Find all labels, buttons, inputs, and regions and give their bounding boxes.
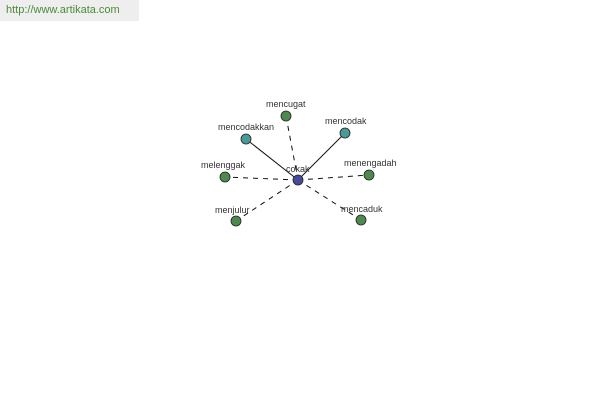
source-url-banner[interactable]: http://www.artikata.com	[0, 0, 139, 21]
graph-labels: mencugat mencodakkan mencodak melenggak mene…	[201, 99, 397, 215]
edge-cokak-mencugat	[285, 115, 299, 181]
edge-cokak-mencaduk	[297, 179, 362, 221]
edge-cokak-melenggak	[224, 176, 299, 181]
node-melenggak[interactable]	[219, 171, 231, 183]
node-menengadah[interactable]	[363, 169, 375, 181]
node-label-mencodakkan[interactable]: mencodakkan	[218, 122, 274, 132]
node-label-mencugat[interactable]: mencugat	[266, 99, 306, 109]
edge-cokak-mencodakkan	[245, 138, 299, 181]
edge-cokak-menengadah	[297, 174, 370, 181]
node-mencugat[interactable]	[280, 110, 292, 122]
node-label-melenggak[interactable]: melenggak	[201, 160, 246, 170]
node-cokak[interactable]	[292, 174, 304, 186]
node-mencodakkan[interactable]	[240, 133, 252, 145]
node-label-menengadah[interactable]: menengadah	[344, 158, 397, 168]
edge-cokak-mencodak	[297, 132, 346, 181]
node-label-menjulur[interactable]: menjulur	[215, 205, 250, 215]
node-mencodak[interactable]	[339, 127, 351, 139]
node-label-mencodak[interactable]: mencodak	[325, 116, 367, 126]
node-label-cokak[interactable]: cokak	[286, 164, 310, 174]
node-mencaduk[interactable]	[355, 214, 367, 226]
node-menjulur[interactable]	[230, 215, 242, 227]
node-label-mencaduk[interactable]: mencaduk	[341, 204, 383, 214]
graph-nodes	[219, 110, 375, 227]
graph-edges	[224, 115, 370, 222]
edge-cokak-menjulur	[235, 179, 299, 222]
